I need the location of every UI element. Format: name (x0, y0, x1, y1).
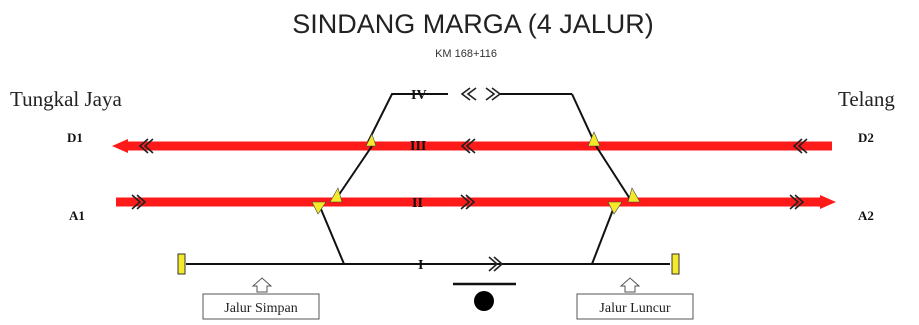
route-arrow-east (820, 195, 836, 209)
track-iii-label: III (410, 139, 426, 154)
turnout-marker-right-ii-upper (627, 187, 641, 203)
track-ii-label: II (412, 196, 423, 211)
turnout-marker-right-ii-lower (607, 201, 623, 215)
signal-chevron-ii-mid (460, 194, 476, 210)
turnout-marker-left-iii (365, 133, 377, 147)
turnout-left-iii-ii (333, 145, 373, 203)
signal-chevron-i (488, 256, 504, 272)
turnout-left-ii-i (317, 201, 345, 265)
siding-left-box (202, 293, 320, 320)
turnout-marker-right-iii (587, 131, 601, 147)
siding-right-arrow-icon (619, 277, 641, 293)
km-marker: KM 168+116 (435, 48, 497, 60)
signal-chevron-a1 (131, 194, 147, 210)
signal-chevron-iv-west (460, 87, 477, 101)
track-iv-left-curve (365, 93, 448, 147)
track-i-label: I (418, 258, 423, 273)
signal-a1-label: A1 (69, 208, 85, 223)
siding-right-box (576, 293, 694, 320)
track-iv-label: IV (411, 88, 427, 103)
signal-d1-label: D1 (67, 130, 83, 145)
signal-d2-label: D2 (858, 130, 874, 145)
signal-chevron-d1 (138, 138, 154, 154)
turnout-marker-left-ii-lower (311, 201, 327, 215)
signal-a2-label: A2 (858, 208, 874, 223)
buffer-stop-right (671, 253, 680, 275)
route-arrow-west (112, 139, 128, 153)
siding-left-arrow-icon (251, 277, 273, 293)
signal-chevron-iv-east (485, 87, 502, 101)
signal-chevron-a2 (789, 194, 805, 210)
siding-left-label: Jalur Simpan (224, 301, 298, 316)
turnout-right-ii-i (591, 201, 617, 265)
buffer-stop-left (177, 253, 186, 275)
signal-chevron-iii-mid (460, 138, 476, 154)
turnout-right-iii-ii (595, 145, 633, 203)
direction-west-label: Tungkal Jaya (10, 87, 122, 111)
direction-east-label: Telang (838, 87, 895, 111)
turnout-marker-left-ii-upper (329, 187, 343, 203)
siding-right-label: Jalur Luncur (599, 301, 670, 316)
station-title: SINDANG MARGA (4 JALUR) (292, 9, 654, 39)
station-dot-icon (474, 291, 494, 311)
signal-chevron-d2 (792, 138, 808, 154)
